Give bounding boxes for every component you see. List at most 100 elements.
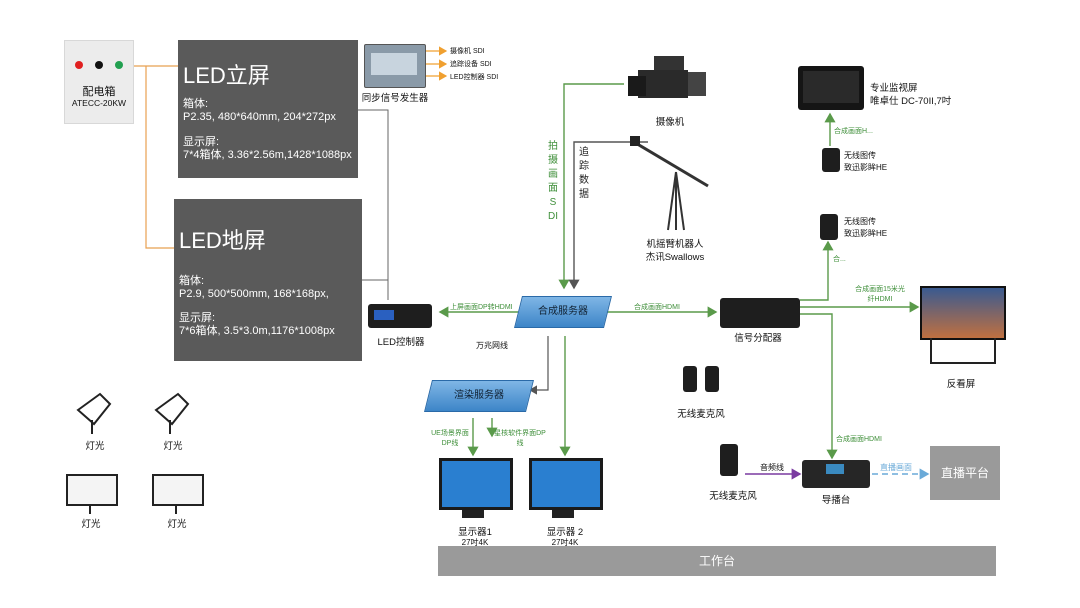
return-screen [920, 286, 1006, 340]
live-platform: 直播平台 [930, 446, 1000, 500]
led-floor-title: LED地屏 [179, 228, 266, 253]
wireless-tx-2-icon [820, 214, 838, 240]
sync-generator [364, 44, 426, 88]
led-wall-title: LED立屏 [183, 63, 270, 88]
render-server: 渲染服务器 [424, 380, 534, 412]
label-composite-hdmi: 合成画面HDMI [634, 304, 680, 311]
led-floor-panel: LED地屏 箱体: P2.9, 500*500mm, 168*168px, 显示… [174, 199, 362, 361]
sync-generator-label: 同步信号发生器 [361, 93, 429, 104]
led-floor-cabinet-spec: P2.9, 500*500mm, 168*168px, [179, 288, 329, 300]
label-to-monitor: 合成画面H... [834, 128, 873, 135]
label-to-wireless2: 合... [833, 256, 846, 263]
switcher-label: 导播台 [821, 495, 851, 506]
wire-tracking [568, 141, 648, 290]
render-server-label: 渲染服务器 [454, 390, 504, 401]
live-platform-label: 直播平台 [940, 466, 989, 480]
wireless-tx-1-icon [822, 148, 840, 172]
sync-output-3: LED控制器 SDI [450, 74, 499, 81]
camera-icon [628, 56, 706, 98]
wireless-mic-2-label: 无线麦克风 [709, 491, 757, 502]
sync-generator-face [371, 53, 417, 75]
power-box-label: 配电箱 [82, 86, 116, 98]
monitor-2-size: 27吋4K [551, 538, 579, 547]
pro-monitor [798, 66, 864, 110]
light-1-label: 灯光 [85, 441, 105, 452]
indicator-green [115, 61, 123, 69]
label-upper-dp: 上屏画面DP转HDMI [450, 304, 513, 311]
wireless-mic-1-icon-b [705, 366, 719, 392]
light-2-label: 灯光 [163, 441, 183, 452]
power-wires [132, 65, 178, 249]
power-box: 配电箱 ATECC-20KW [64, 40, 134, 124]
led-wall-cabinet-label: 箱体: [183, 98, 209, 110]
led-wall-cabinet-spec: P2.35, 480*640mm, 204*272px [183, 111, 336, 123]
led-controller [368, 304, 432, 328]
return-screen-stand [930, 338, 996, 364]
label-starcore-dp: 星核软件界面DP线 [494, 430, 546, 447]
panel-light-2-stand [175, 504, 177, 514]
power-box-model: ATECC-20KW [71, 98, 127, 108]
light-3-label: 灯光 [81, 519, 101, 530]
panel-light-1-stand [89, 504, 91, 514]
wireless-tx-1-label-1: 无线图传 [844, 151, 876, 160]
label-gigabit: 万兆网线 [476, 341, 508, 350]
led-wall-display-spec: 7*4箱体, 3.36*2.56m,1428*1088px [183, 149, 352, 161]
pro-monitor-screen [803, 71, 859, 103]
light-4-label: 灯光 [167, 519, 187, 530]
label-to-switcher: 合成画面HDMI [836, 436, 882, 443]
label-tracking: 追踪数据 [579, 147, 589, 200]
monitor-2 [529, 458, 603, 510]
label-audio: 音频线 [760, 463, 784, 472]
label-shoot-sdi: 拍摄画面SDI [548, 141, 558, 222]
monitor-1-label: 显示器1 [458, 527, 492, 538]
softbox-light-2-icon [154, 392, 190, 434]
switcher [802, 460, 870, 488]
switcher-screen [826, 464, 844, 474]
indicator-red [75, 61, 83, 69]
wire-gigabit [528, 336, 549, 395]
led-controller-wires [358, 109, 389, 300]
sync-output-1: 摄像机 SDI [450, 48, 485, 55]
monitor-1-size: 27吋4K [461, 538, 489, 547]
wire-to-wireless2 [800, 240, 834, 301]
led-floor-display-spec: 7*6箱体, 3.5*3.0m,1176*1008px [179, 325, 335, 337]
camera-label: 摄像机 [655, 117, 685, 128]
indicator-black [95, 61, 103, 69]
workbench-label: 工作台 [698, 554, 735, 568]
signal-distributor-label: 信号分配器 [734, 333, 782, 344]
jib-robot-label-1: 机摇臂机器人 [646, 239, 704, 250]
panel-light-1-icon [66, 474, 118, 506]
led-floor-cabinet-label: 箱体: [179, 275, 205, 287]
wire-shoot-sdi [558, 83, 624, 290]
sync-output-arrows [425, 46, 448, 81]
signal-distributor [720, 298, 800, 328]
softbox-light-1-icon [76, 392, 112, 434]
composite-server-label: 合成服务器 [538, 306, 588, 317]
monitor-2-stand [552, 510, 574, 518]
label-to-return: 合成画面15米光纤HDMI [855, 286, 905, 303]
wireless-tx-1-label-2: 致迅影眸HE [844, 163, 888, 172]
workbench: 工作台 [438, 546, 996, 576]
pro-monitor-label-1: 专业监视屏 [870, 83, 918, 94]
sync-output-2: 追踪设备 SDI [450, 61, 492, 68]
jib-robot-label-2: 杰讯Swallows [645, 252, 705, 263]
monitor-1-stand [462, 510, 484, 518]
panel-light-2-icon [152, 474, 204, 506]
monitor-1 [439, 458, 513, 510]
wireless-tx-2-label-1: 无线图传 [844, 217, 876, 226]
monitor-2-label: 显示器 2 [546, 527, 584, 538]
pro-monitor-label-2: 唯卓仕 DC-70II,7吋 [870, 96, 952, 107]
jib-robot-icon [630, 136, 709, 231]
led-wall-panel: LED立屏 箱体: P2.35, 480*640mm, 204*272px 显示… [178, 40, 358, 178]
wireless-mic-2-icon [720, 444, 738, 476]
return-screen-label: 反看屏 [946, 379, 976, 390]
wireless-mic-1-label: 无线麦克风 [677, 409, 725, 420]
label-ue-dp: UE场景界面DP线 [431, 430, 469, 447]
led-floor-display-label: 显示屏: [179, 312, 216, 324]
label-live: 直播画面 [880, 463, 912, 472]
led-controller-screen [374, 310, 394, 320]
composite-server: 合成服务器 [514, 296, 612, 328]
led-wall-display-label: 显示屏: [183, 136, 220, 148]
wire-to-switcher [800, 313, 838, 460]
